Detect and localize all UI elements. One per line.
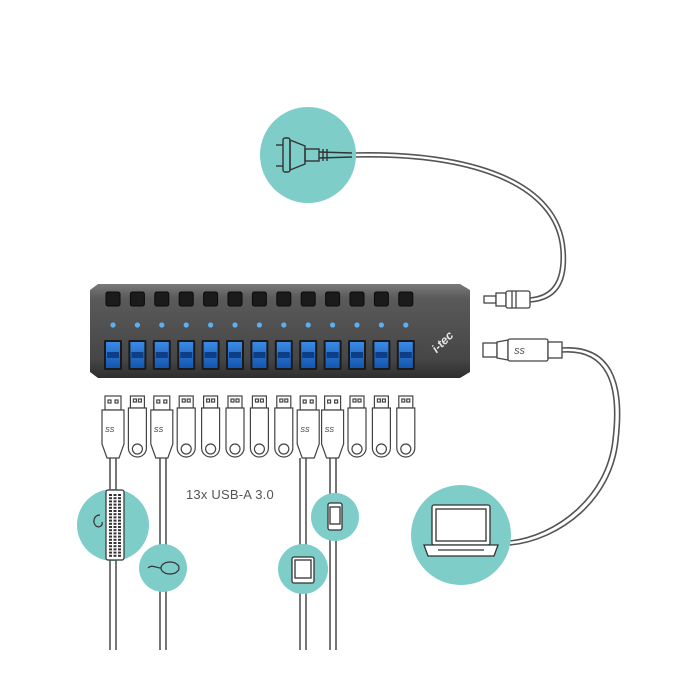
power-circle [260, 107, 356, 203]
usb-a-port[interactable] [177, 340, 196, 370]
power-switch[interactable] [227, 291, 243, 307]
usb-b-connector: SS [482, 338, 563, 362]
usb-a-port[interactable] [226, 340, 244, 370]
usb-label: SS [105, 427, 115, 434]
keyboard-device [77, 489, 149, 561]
usb-a-port[interactable] [348, 340, 366, 370]
power-switch[interactable] [276, 291, 292, 307]
status-led [281, 322, 287, 328]
usb-flash-drive [274, 395, 294, 458]
usb-flash-drive [201, 395, 221, 458]
mouse-device [139, 544, 187, 592]
phone-icon [327, 502, 343, 531]
plug-icon [276, 137, 353, 173]
usb-flash-drive [347, 395, 367, 458]
usb-b-label: SS [514, 347, 525, 356]
usb-a-port[interactable] [250, 340, 269, 370]
status-led [354, 322, 360, 328]
keyboard-icon [93, 489, 125, 561]
power-switch[interactable] [300, 291, 316, 307]
dc-plug-connector [483, 290, 531, 309]
power-cable [351, 152, 567, 303]
status-led [110, 322, 116, 328]
power-adapter-device [260, 107, 356, 203]
usb-a-port[interactable] [372, 340, 391, 370]
port-caption: 13x USB-A 3.0 [186, 487, 274, 502]
usb-label: SS [154, 427, 164, 434]
status-led [134, 322, 140, 328]
status-led [232, 322, 238, 328]
usb-cable-connector: SS [101, 395, 125, 459]
usb-a-port[interactable] [274, 340, 293, 370]
laptop-device [411, 485, 511, 585]
usb-connectors: SS SS SS SS [101, 395, 416, 459]
usb-flash-drive [371, 395, 391, 458]
power-switch[interactable] [178, 291, 194, 307]
status-led [256, 322, 262, 328]
usb-flash-drive [127, 395, 147, 458]
usb-flash-drive [249, 395, 269, 458]
power-switch[interactable] [349, 291, 365, 307]
led-row [110, 322, 409, 328]
phone-device [311, 493, 359, 541]
usb-cable-connector: SS [296, 395, 320, 459]
usb-a-port[interactable] [152, 340, 171, 370]
power-switch[interactable] [325, 291, 341, 307]
usb-cable-connector: SS [321, 395, 345, 459]
power-switch[interactable] [251, 291, 267, 307]
status-led [403, 322, 409, 328]
usb-flash-drive [396, 395, 416, 458]
power-switch[interactable] [398, 291, 414, 307]
status-led [159, 322, 165, 328]
status-led [378, 322, 384, 328]
status-led [305, 322, 311, 328]
port-row [104, 340, 415, 370]
usb-a-port[interactable] [104, 340, 122, 370]
usb-hub: i-tec [90, 284, 470, 378]
switch-row [105, 291, 414, 307]
status-led [183, 322, 189, 328]
usb-label: SS [325, 427, 335, 434]
power-switch[interactable] [203, 291, 219, 307]
usb-a-port[interactable] [396, 340, 415, 370]
usb-a-port[interactable] [201, 340, 220, 370]
usb-a-port[interactable] [299, 340, 318, 370]
usb-flash-drive [176, 395, 196, 458]
usb-flash-drive [225, 395, 245, 458]
power-switch[interactable] [373, 291, 389, 307]
laptop-icon [423, 504, 499, 557]
usb-a-port[interactable] [128, 340, 147, 370]
power-switch[interactable] [154, 291, 170, 307]
mouse-icon [147, 561, 180, 575]
power-switch[interactable] [129, 291, 145, 307]
tablet-device [278, 544, 328, 594]
tablet-icon [291, 556, 315, 584]
usb-a-port[interactable] [323, 340, 342, 370]
usb-cable-connector: SS [150, 395, 174, 459]
status-led [208, 322, 214, 328]
status-led [330, 322, 336, 328]
laptop-cable [509, 347, 621, 546]
power-switch[interactable] [105, 291, 121, 307]
usb-label: SS [300, 427, 310, 434]
